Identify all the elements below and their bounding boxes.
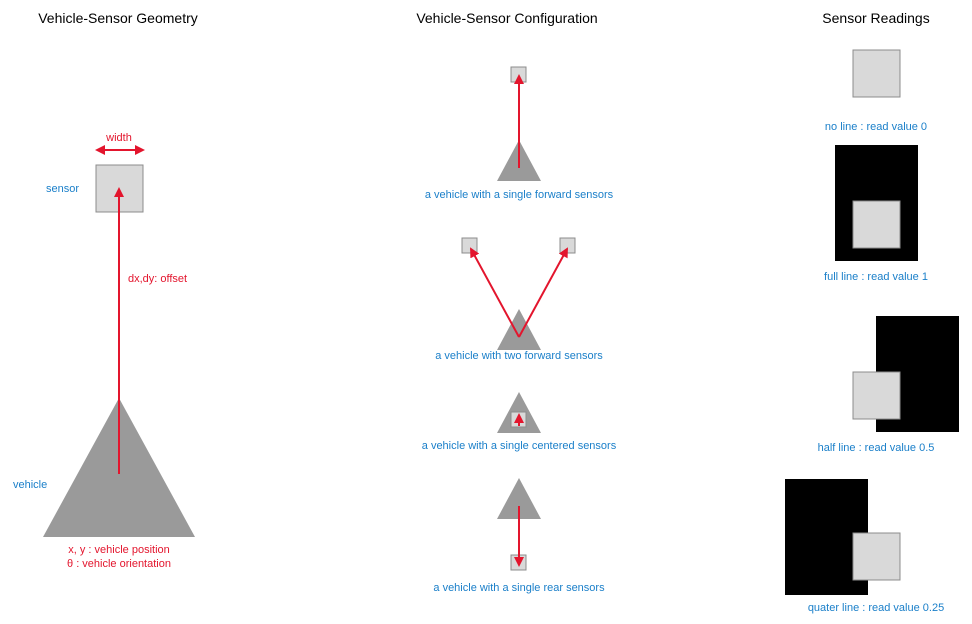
config-single-rear: a vehicle with a single rear sensors	[433, 478, 605, 594]
configuration-heading: Vehicle-Sensor Configuration	[416, 10, 597, 26]
sensor-square	[852, 200, 901, 249]
sensor-label: sensor	[46, 183, 79, 195]
config-caption: a vehicle with a single rear sensors	[433, 582, 605, 594]
config-caption: a vehicle with a single forward sensors	[425, 189, 614, 201]
orientation-label: θ : vehicle orientation	[67, 558, 171, 570]
sensor-square-left	[461, 237, 478, 254]
sensor-square-right	[559, 237, 576, 254]
offset-arrow-left	[470, 247, 520, 338]
reading-caption: half line : read value 0.5	[818, 442, 935, 454]
geometry-panel: width sensor dx,dy: offset vehicle x, y …	[13, 132, 195, 570]
reading-no-line: no line : read value 0	[825, 49, 927, 133]
reading-quarter-line: quater line : read value 0.25	[785, 479, 944, 614]
sensor-square	[852, 371, 901, 420]
geometry-heading: Vehicle-Sensor Geometry	[38, 10, 198, 26]
reading-half-line: half line : read value 0.5	[818, 316, 959, 454]
vehicle-triangle	[497, 309, 541, 350]
position-label: x, y : vehicle position	[68, 544, 170, 556]
config-two-forward: a vehicle with two forward sensors	[435, 237, 603, 362]
config-caption: a vehicle with two forward sensors	[435, 350, 603, 362]
vehicle-triangle	[497, 478, 541, 519]
config-single-centered: a vehicle with a single centered sensors	[422, 392, 617, 452]
offset-arrow-right	[518, 247, 568, 338]
reading-caption: full line : read value 1	[824, 271, 928, 283]
width-label: width	[105, 132, 132, 144]
reading-caption: quater line : read value 0.25	[808, 602, 944, 614]
config-single-forward: a vehicle with a single forward sensors	[425, 66, 614, 201]
sensor-square	[852, 532, 901, 581]
reading-caption: no line : read value 0	[825, 121, 927, 133]
sensor-square	[852, 49, 901, 98]
readings-heading: Sensor Readings	[822, 10, 929, 26]
reading-full-line: full line : read value 1	[824, 145, 928, 283]
offset-label: dx,dy: offset	[128, 273, 187, 285]
vehicle-label: vehicle	[13, 479, 47, 491]
config-caption: a vehicle with a single centered sensors	[422, 440, 617, 452]
